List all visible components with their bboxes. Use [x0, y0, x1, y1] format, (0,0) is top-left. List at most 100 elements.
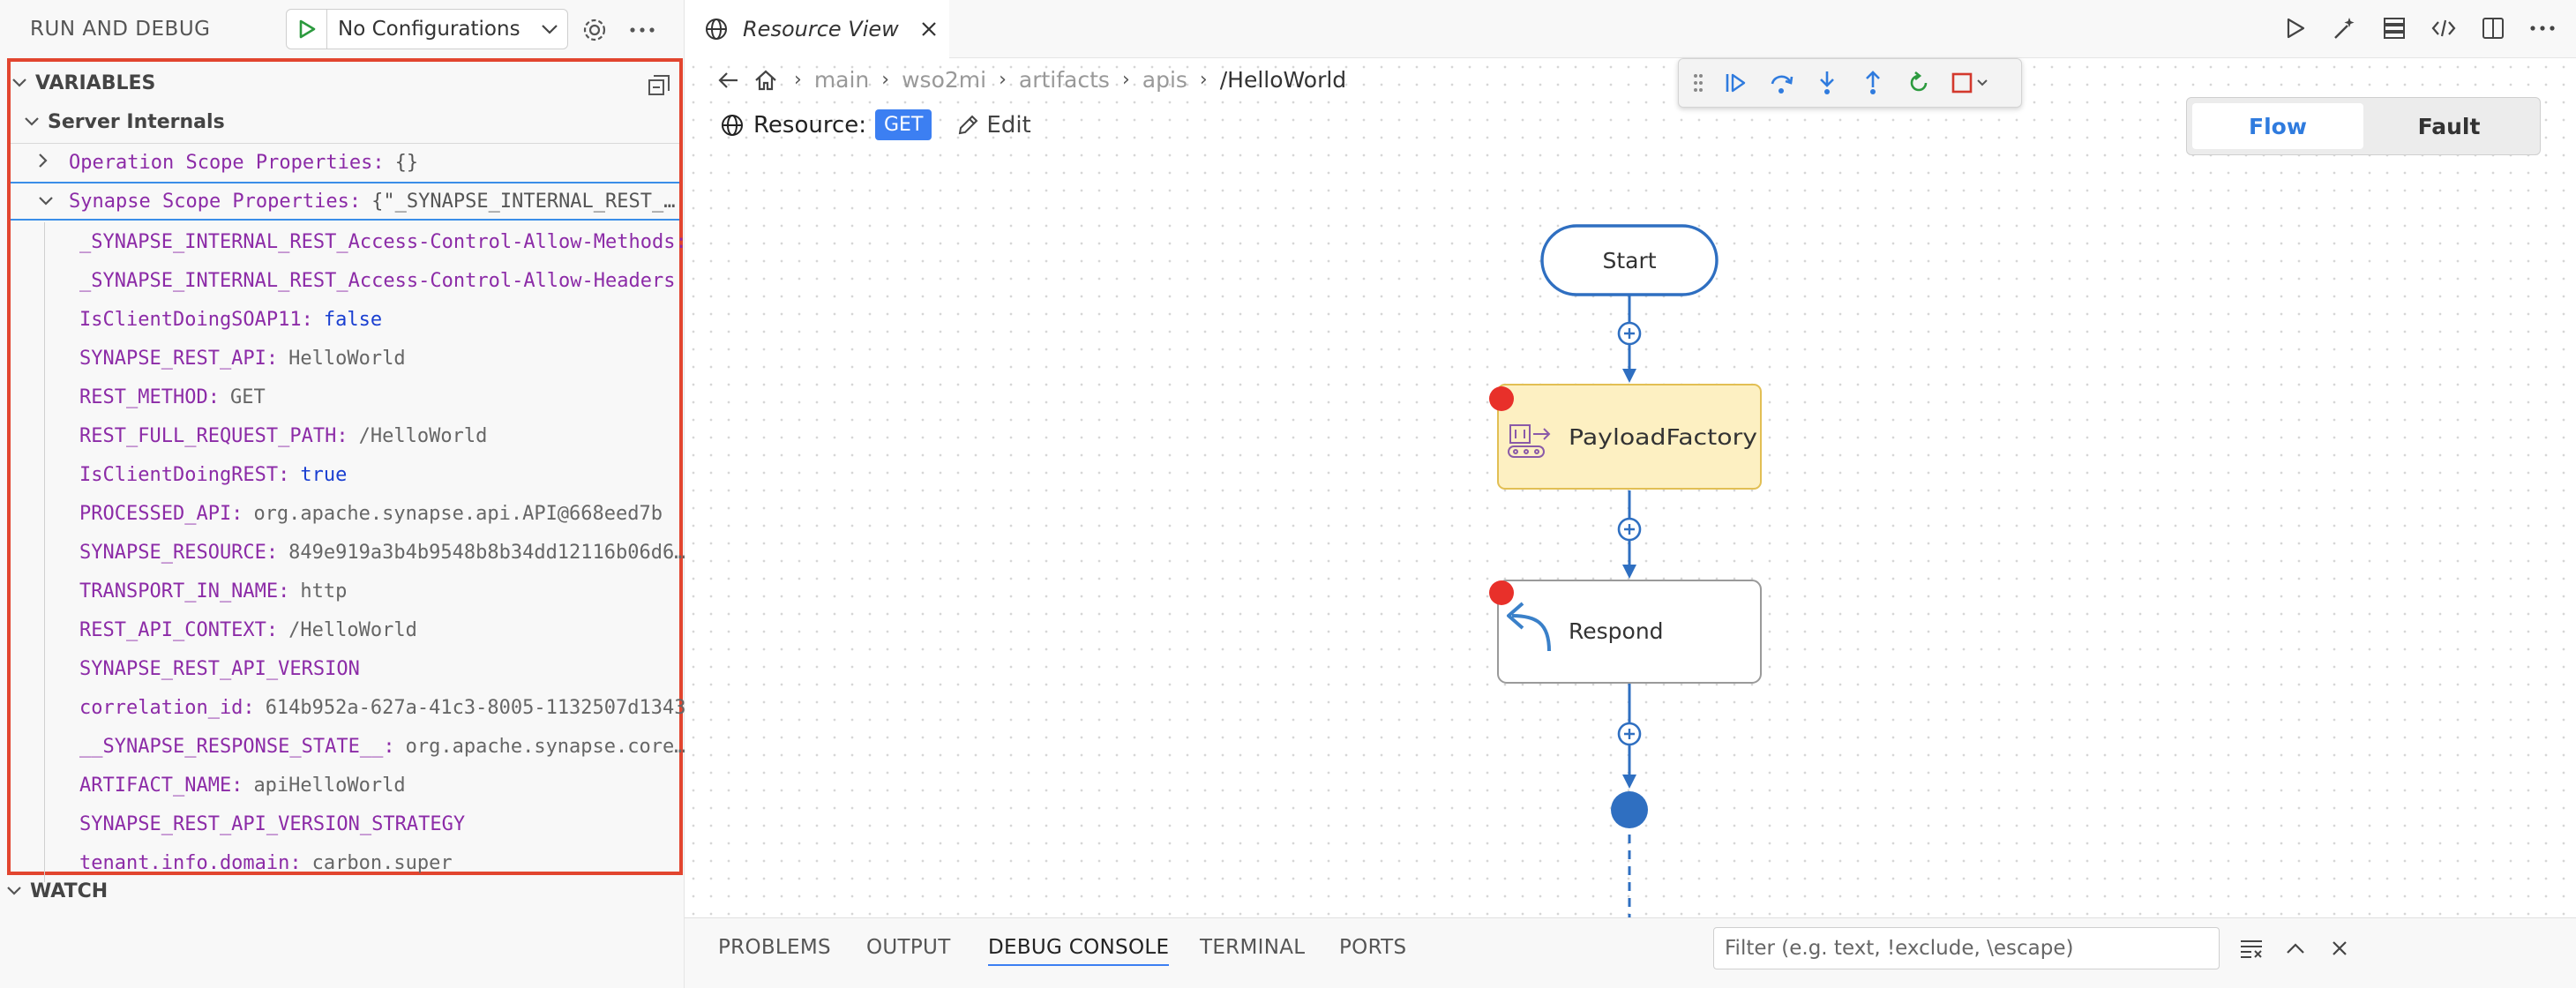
magic-wand-icon[interactable]	[2329, 12, 2361, 44]
clear-console-icon[interactable]	[2237, 934, 2265, 962]
method-badge: GET	[875, 109, 932, 140]
more-actions-icon[interactable]	[625, 14, 660, 46]
step-out-icon[interactable]	[1857, 67, 1889, 99]
server-internals-group[interactable]: Server Internals	[23, 104, 225, 139]
gear-icon[interactable]	[579, 14, 610, 46]
variable-row[interactable]: IsClientDoingSOAP11:false	[11, 300, 679, 339]
variables-section-header[interactable]: VARIABLES	[11, 65, 679, 101]
breadcrumb-item[interactable]: apis	[1142, 67, 1187, 93]
variable-row[interactable]: REST_API_CONTEXT:/HelloWorld	[11, 610, 679, 649]
chevron-down-icon	[532, 23, 567, 35]
variable-row[interactable]: __SYNAPSE_RESPONSE_STATE__: org.apache.sy…	[11, 727, 686, 766]
filter-input[interactable]	[1713, 927, 2220, 969]
close-icon[interactable]	[918, 19, 940, 40]
variable-row[interactable]: SYNAPSE_REST_API:HelloWorld	[11, 339, 679, 378]
variable-row[interactable]: tenant.info.domain:carbon.super	[11, 843, 679, 882]
chevron-down-icon	[37, 191, 62, 213]
breadcrumb-item[interactable]: artifacts	[1018, 67, 1110, 93]
edit-label: Edit	[986, 111, 1031, 138]
variable-row[interactable]: PROCESSED_API:org.apache.synapse.api.API…	[11, 494, 679, 533]
respond-node[interactable]: Respond	[1489, 580, 1762, 684]
resource-view-canvas: Start PayloadFactory Respond	[685, 58, 2576, 917]
split-editor-icon[interactable]	[2477, 12, 2509, 44]
sidebar-title: RUN AND DEBUG	[30, 18, 211, 41]
add-mediator-button[interactable]	[1617, 722, 1642, 746]
variable-row[interactable]: _SYNAPSE_INTERNAL_REST_Access-Control-Al…	[11, 261, 679, 300]
chevron-right-icon: ›	[1121, 69, 1130, 91]
variable-row[interactable]: SYNAPSE_RESOURCE:849e919a3b4b9548b8b34dd…	[11, 533, 686, 572]
variable-row[interactable]: correlation_id:614b952a-627a-41c3-8005-1…	[11, 688, 686, 727]
operation-scope-value: {}	[394, 152, 419, 174]
flow-tab[interactable]: Flow	[2192, 103, 2363, 149]
home-icon[interactable]	[753, 68, 778, 93]
payloadfactory-node[interactable]: PayloadFactory	[1489, 384, 1762, 490]
payload-factory-icon	[1508, 424, 1551, 458]
close-icon[interactable]	[2325, 934, 2354, 962]
breakpoint-icon[interactable]	[1489, 386, 1514, 411]
collapse-all-icon[interactable]	[648, 74, 670, 97]
tab-output[interactable]: OUTPUT	[866, 936, 951, 959]
continue-icon[interactable]	[1719, 67, 1751, 99]
operation-scope-row[interactable]: Operation Scope Properties: {}	[11, 143, 679, 182]
end-node[interactable]	[1611, 791, 1648, 828]
variable-row[interactable]: SYNAPSE_REST_API_VERSION_STRATEGY	[11, 805, 679, 843]
stack-icon[interactable]	[2378, 12, 2410, 44]
synapse-scope-row[interactable]: Synapse Scope Properties: {"_SYNAPSE_INT…	[11, 182, 679, 221]
server-internals-label: Server Internals	[48, 110, 225, 133]
variable-value: carbon.super	[311, 851, 453, 874]
code-view-icon[interactable]	[2428, 12, 2460, 44]
add-mediator-button[interactable]	[1617, 517, 1642, 542]
synapse-scope-value: {"_SYNAPSE_INTERNAL_REST_…	[371, 190, 676, 213]
add-mediator-button[interactable]	[1617, 321, 1642, 346]
editor-tab-bar: Resource View	[685, 0, 2576, 58]
tab-terminal[interactable]: TERMINAL	[1200, 936, 1306, 959]
variable-value: 849e919a3b4b9548b8b34dd12116b06d6…	[288, 541, 686, 564]
run-configuration-dropdown[interactable]: No Configurations	[286, 9, 568, 49]
back-arrow-icon[interactable]	[716, 68, 741, 93]
chevron-down-icon	[23, 111, 48, 133]
variable-key: SYNAPSE_REST_API:	[79, 347, 279, 370]
variable-key: __SYNAPSE_RESPONSE_STATE__:	[79, 735, 395, 758]
flow-fault-toggle: Flow Fault	[2186, 97, 2541, 155]
tab-debug-console[interactable]: DEBUG CONSOLE	[988, 936, 1170, 966]
variable-row[interactable]: REST_METHOD:GET	[11, 378, 679, 416]
run-icon[interactable]	[2280, 12, 2311, 44]
variable-row[interactable]: SYNAPSE_REST_API_VERSION	[11, 649, 679, 688]
breadcrumb-item[interactable]: wso2mi	[902, 67, 987, 93]
breadcrumb-item[interactable]: main	[813, 67, 870, 93]
variable-key: IsClientDoingSOAP11:	[79, 308, 313, 331]
variable-key: IsClientDoingREST:	[79, 463, 290, 486]
variable-key: SYNAPSE_REST_API_VERSION_STRATEGY	[79, 812, 466, 835]
start-node[interactable]: Start	[1540, 224, 1719, 296]
variable-row[interactable]: _SYNAPSE_INTERNAL_REST_Access-Control-Al…	[11, 222, 687, 261]
stop-icon[interactable]	[1949, 67, 1993, 99]
variable-row[interactable]: REST_FULL_REQUEST_PATH:/HelloWorld	[11, 416, 679, 455]
watch-section-header[interactable]: WATCH	[5, 873, 108, 909]
step-into-icon[interactable]	[1811, 67, 1843, 99]
variable-value: org.apache.synapse.core…	[405, 735, 686, 758]
tab-ports[interactable]: PORTS	[1339, 936, 1407, 959]
drag-handle-icon[interactable]	[1691, 67, 1705, 99]
resource-header: Resource: GET Edit	[720, 109, 1031, 140]
variable-row[interactable]: IsClientDoingREST:true	[11, 455, 679, 494]
variable-row[interactable]: TRANSPORT_IN_NAME:http	[11, 572, 679, 610]
breadcrumb-current: /HelloWorld	[1219, 67, 1347, 93]
tab-problems[interactable]: PROBLEMS	[718, 936, 831, 959]
variable-key: REST_API_CONTEXT:	[79, 618, 279, 641]
step-over-icon[interactable]	[1765, 67, 1797, 99]
variable-row[interactable]: ARTIFACT_NAME:apiHelloWorld	[11, 766, 679, 805]
breakpoint-icon[interactable]	[1489, 580, 1514, 605]
more-actions-icon[interactable]	[2527, 12, 2558, 44]
editor-actions	[2280, 12, 2558, 44]
restart-icon[interactable]	[1903, 67, 1935, 99]
flow-diagram: Start PayloadFactory Respond	[1489, 224, 1762, 917]
variable-key: TRANSPORT_IN_NAME:	[79, 580, 290, 603]
tab-resource-view[interactable]: Resource View	[685, 0, 949, 58]
chevron-up-icon[interactable]	[2281, 934, 2310, 962]
start-debugging-button[interactable]	[287, 10, 327, 49]
fault-tab[interactable]: Fault	[2417, 113, 2481, 139]
variable-key: _SYNAPSE_INTERNAL_REST_Access-Control-Al…	[79, 230, 687, 253]
variable-list: _SYNAPSE_INTERNAL_REST_Access-Control-Al…	[11, 222, 687, 882]
chevron-right-icon: ›	[794, 69, 802, 91]
edit-button[interactable]: Edit	[956, 111, 1031, 138]
